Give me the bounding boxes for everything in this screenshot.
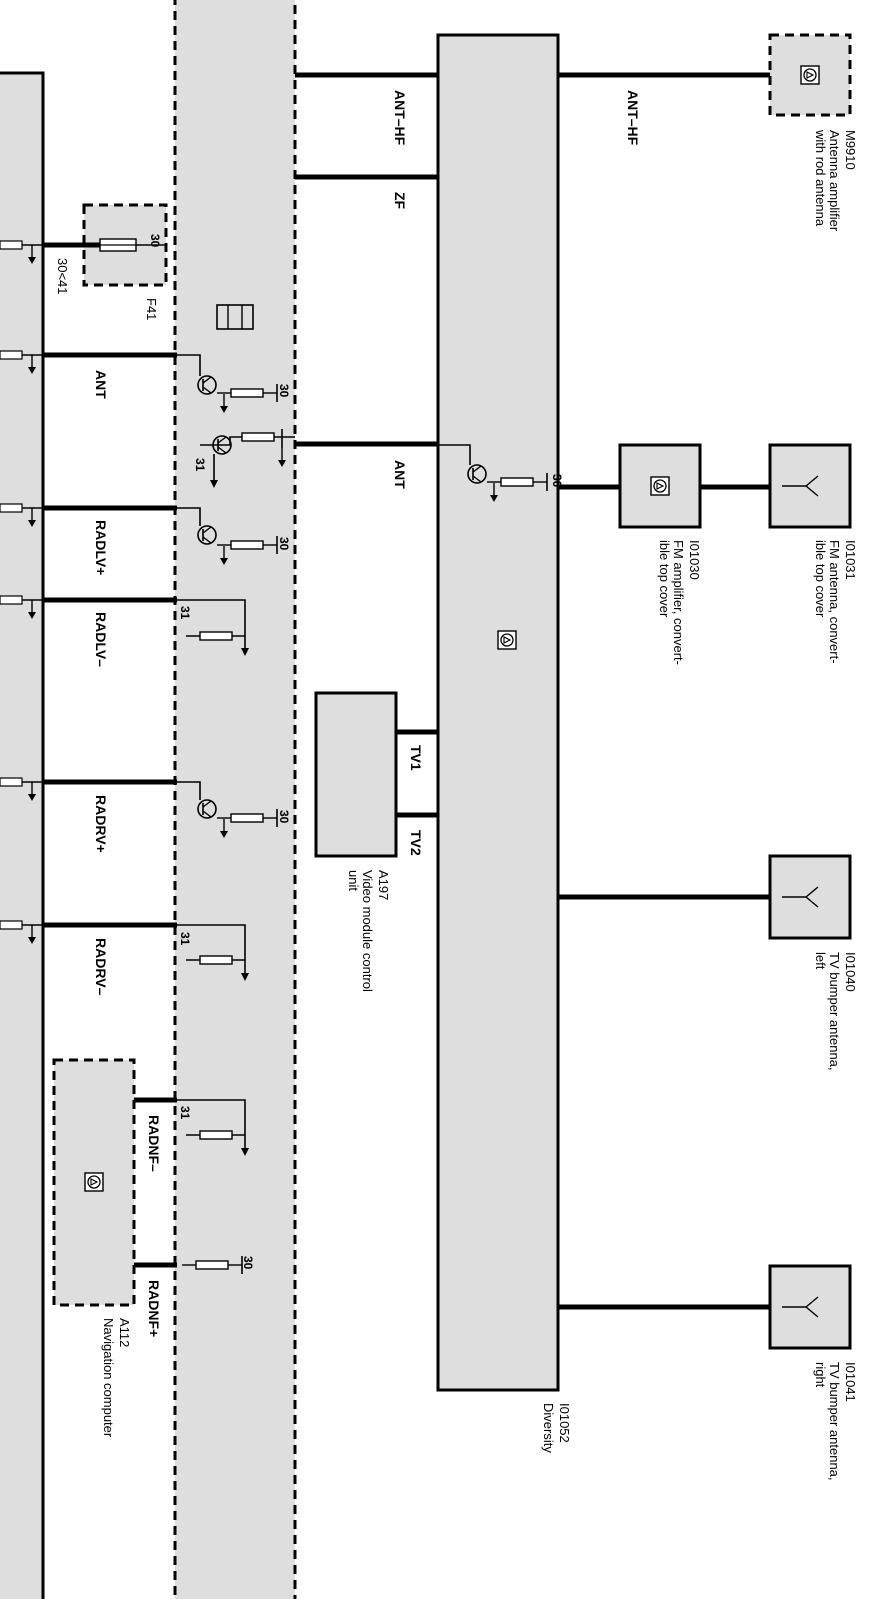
m9910-desc-1: Antenna amplifier [827, 130, 842, 232]
amplifier-icon [800, 65, 820, 85]
strip-circuit-radrv-plus: 30 [177, 781, 291, 839]
strip-circuit-ant-2: 31 [193, 429, 295, 488]
i01040-desc-1: TV bumper antenna, [827, 952, 842, 1071]
radio-amplifier-strip [173, 0, 297, 1599]
strip-circuit-radrv-minus: 31 [177, 924, 249, 981]
strip-circuit-radnf-plus: 30 [181, 1255, 255, 1275]
i01040-id: I01040 [843, 952, 858, 992]
strip-circuit-radlv-minus: 31 [177, 599, 249, 656]
signal-ant-diversity: ANT [392, 460, 408, 489]
i01041-desc-2: right [813, 1362, 828, 1388]
strip-circuit-radlv-plus: 30 [177, 507, 291, 566]
i01030-desc-2: ible top cover [657, 540, 672, 618]
i01030-desc-1: FM amplifier, convert- [671, 540, 686, 665]
diversity-right-wires [558, 72, 770, 1310]
i01041-id: I01041 [843, 1362, 858, 1402]
a197-desc-1: Video module control [360, 870, 375, 992]
i01030-id: I01030 [687, 540, 702, 580]
m9910-id: M9910 [843, 130, 858, 170]
svg-text:31: 31 [178, 932, 192, 946]
svg-text:31: 31 [178, 1106, 192, 1120]
signal-radlv-plus: RADLV+ [93, 520, 109, 575]
a197-desc-2: unit [346, 870, 361, 891]
strip-to-diversity-wires [295, 72, 438, 447]
svg-text:30: 30 [277, 384, 291, 398]
fuse-icon [99, 238, 137, 252]
strip-circuit-radnf-minus: 31 [177, 1099, 249, 1156]
signal-radrv-minus: RADRV– [93, 938, 109, 996]
fuse-terminal-label: 30<41 [55, 258, 70, 295]
radio-connectors [0, 240, 43, 945]
svg-text:30: 30 [241, 1256, 255, 1270]
svg-text:30: 30 [277, 537, 291, 551]
f41-pin-30: 30 [148, 234, 162, 248]
svg-text:30: 30 [550, 474, 564, 488]
signal-radrv-plus: RADRV+ [93, 795, 109, 853]
signal-tv1: TV1 [408, 745, 424, 771]
signal-tv2: TV2 [408, 830, 424, 856]
svg-text:30: 30 [277, 810, 291, 824]
radio-unit-box [0, 71, 45, 1599]
a112-id: A112 [117, 1318, 132, 1347]
radio-wires [43, 352, 177, 928]
signal-ant-hf-left: ANT–HF [392, 90, 408, 146]
i01031-desc-1: FM antenna, convert- [827, 540, 842, 664]
amplifier-icon [84, 1172, 104, 1192]
a197-video-module-box [314, 691, 398, 858]
svg-text:31: 31 [178, 606, 192, 620]
i01041-desc-1: TV bumper antenna, [827, 1362, 842, 1481]
signal-ant-radio: ANT [93, 370, 109, 399]
amplifier-icon [650, 476, 670, 496]
i01031-desc-2: ible top cover [813, 540, 828, 618]
i01040-desc-2: left [813, 952, 828, 970]
i01031-id: I01031 [843, 540, 858, 580]
diversity-circuit: 30 [438, 444, 564, 503]
signal-radnf-minus: RADNF– [146, 1115, 162, 1172]
a197-id: A197 [376, 870, 391, 900]
signal-zf: ZF [392, 192, 408, 210]
i01052-desc: Diversity [541, 1403, 556, 1453]
signal-ant-hf-right: ANT–HF [625, 90, 641, 146]
i01052-id: I01052 [557, 1403, 572, 1443]
svg-text:31: 31 [193, 458, 207, 472]
signal-radnf-plus: RADNF+ [146, 1280, 162, 1337]
amplifier-icon [497, 630, 517, 650]
i01052-diversity-box [436, 33, 560, 1392]
signal-radlv-minus: RADLV– [93, 612, 109, 667]
strip-circuit-ant-1: 30 [177, 354, 291, 414]
strip-symbol [216, 304, 254, 330]
m9910-desc-2: with rod antenna [813, 129, 828, 227]
a112-desc: Navigation computer [101, 1318, 116, 1438]
f41-id: F41 [144, 298, 159, 320]
